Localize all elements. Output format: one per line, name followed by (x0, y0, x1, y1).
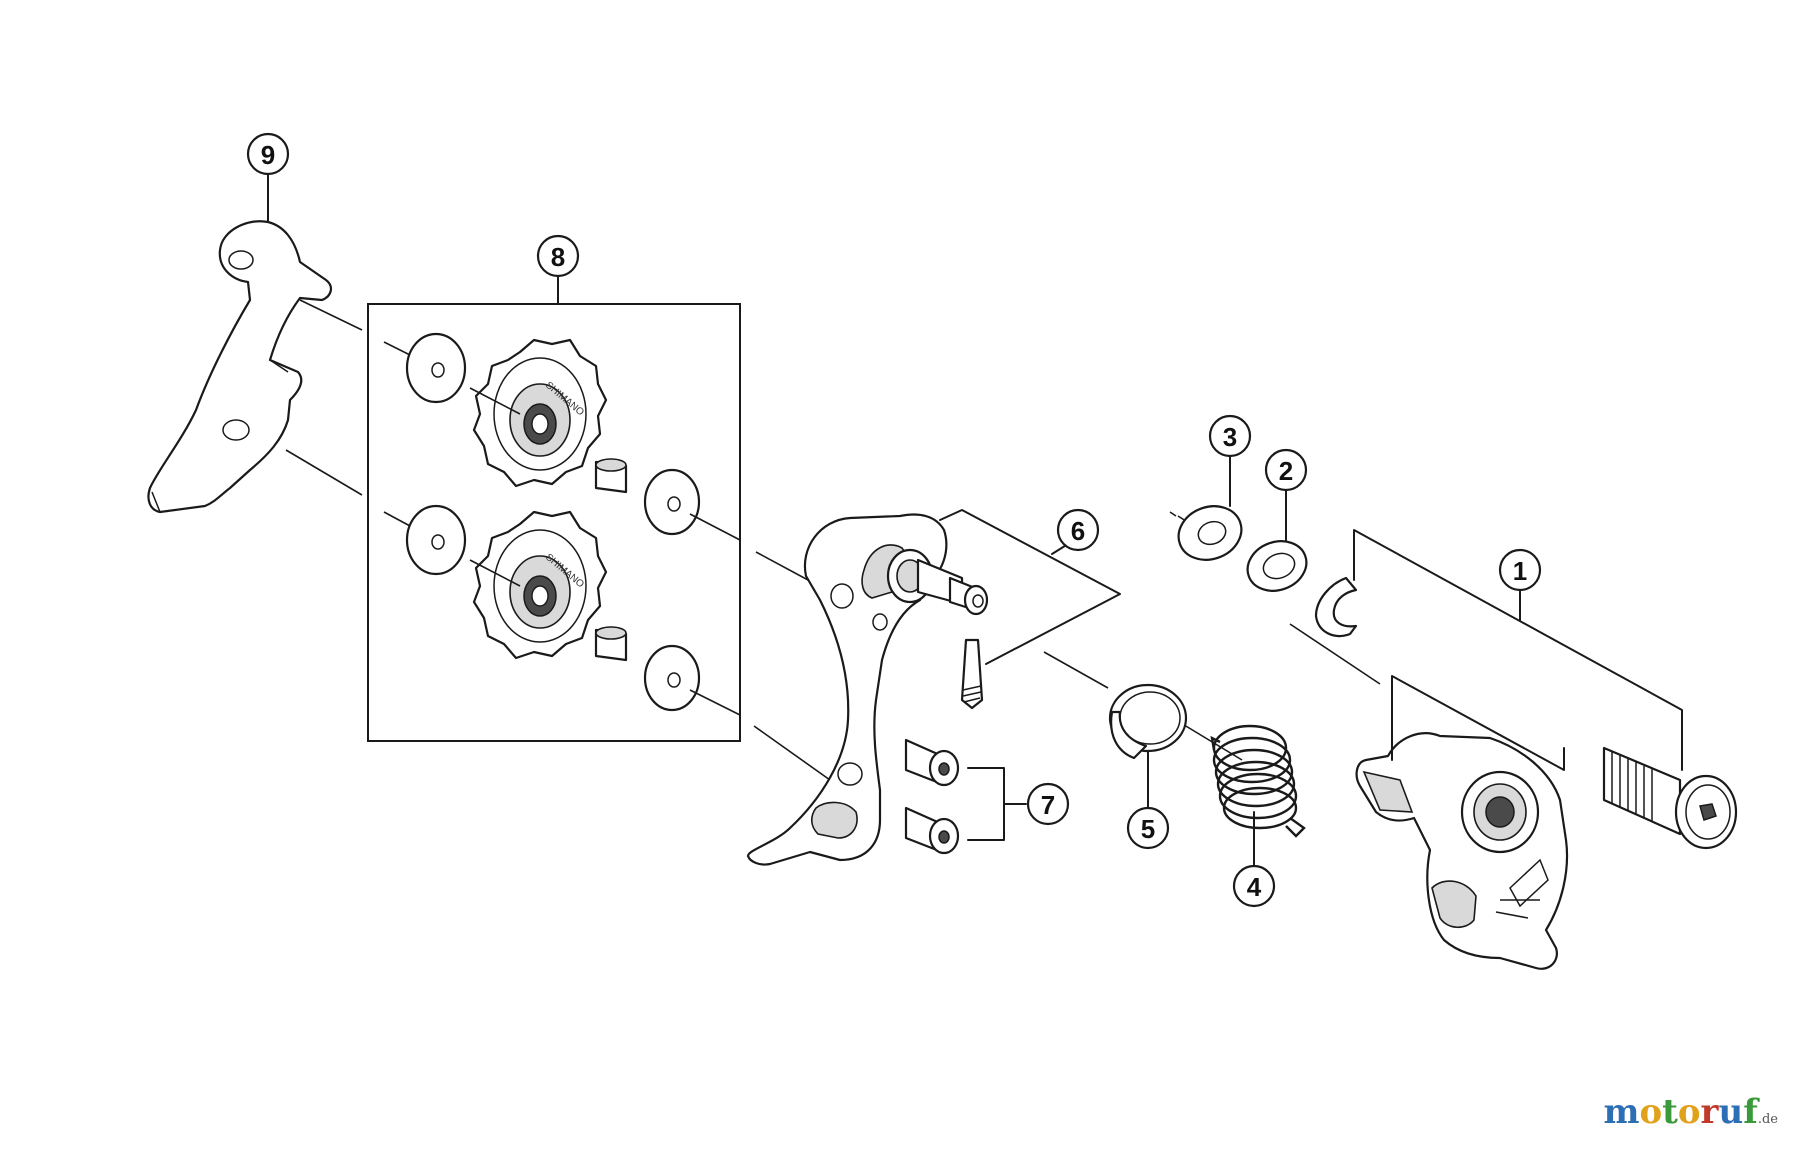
callout-1: 1 (1498, 548, 1542, 592)
logo-letter: m (1603, 1092, 1640, 1132)
washer-3 (1177, 505, 1243, 561)
svg-text:1: 1 (1513, 556, 1527, 586)
callout-8: 8 (536, 234, 580, 278)
svg-text:9: 9 (261, 140, 275, 170)
svg-text:7: 7 (1041, 790, 1055, 820)
pivot-axle-unit (886, 548, 989, 710)
logo-letter: t (1662, 1092, 1678, 1132)
cage-bolts (904, 738, 960, 855)
logo-letter: o (1639, 1092, 1663, 1132)
e-clip (1314, 576, 1358, 638)
svg-text:4: 4 (1247, 872, 1262, 902)
callout-2: 2 (1264, 448, 1308, 492)
logo-letter: o (1677, 1092, 1701, 1132)
pulley-set-box (367, 303, 741, 742)
svg-text:3: 3 (1223, 422, 1237, 452)
svg-text:5: 5 (1141, 814, 1155, 844)
upper-pulley-assembly: SHIMANO (405, 332, 701, 536)
bushing-ring (1108, 683, 1188, 760)
washer-2 (1246, 540, 1308, 592)
svg-text:8: 8 (551, 242, 565, 272)
logo-letter: r (1700, 1092, 1719, 1132)
bracket-part-7 (967, 767, 1027, 841)
logo-letter: f (1743, 1092, 1758, 1132)
callout-6: 6 (1056, 508, 1100, 552)
bracket-part-1 (1353, 529, 1683, 771)
outer-cage-plate (147, 220, 332, 514)
plate-axle-assembly (1355, 732, 1569, 970)
motoruf-watermark-logo: motoruf.de (1603, 1092, 1778, 1132)
callout-7: 7 (1026, 782, 1070, 826)
logo-letter: u (1718, 1092, 1744, 1132)
callout-4: 4 (1232, 864, 1276, 908)
callout-5: 5 (1126, 806, 1170, 850)
callout-3: 3 (1208, 414, 1252, 458)
callout-9: 9 (246, 132, 290, 176)
tension-spring (1210, 724, 1306, 838)
lower-pulley-assembly: SHIMANO (405, 504, 701, 712)
pivot-bolt (1602, 746, 1738, 850)
svg-text:2: 2 (1279, 456, 1293, 486)
svg-text:6: 6 (1071, 516, 1085, 546)
logo-suffix: .de (1757, 1112, 1778, 1127)
